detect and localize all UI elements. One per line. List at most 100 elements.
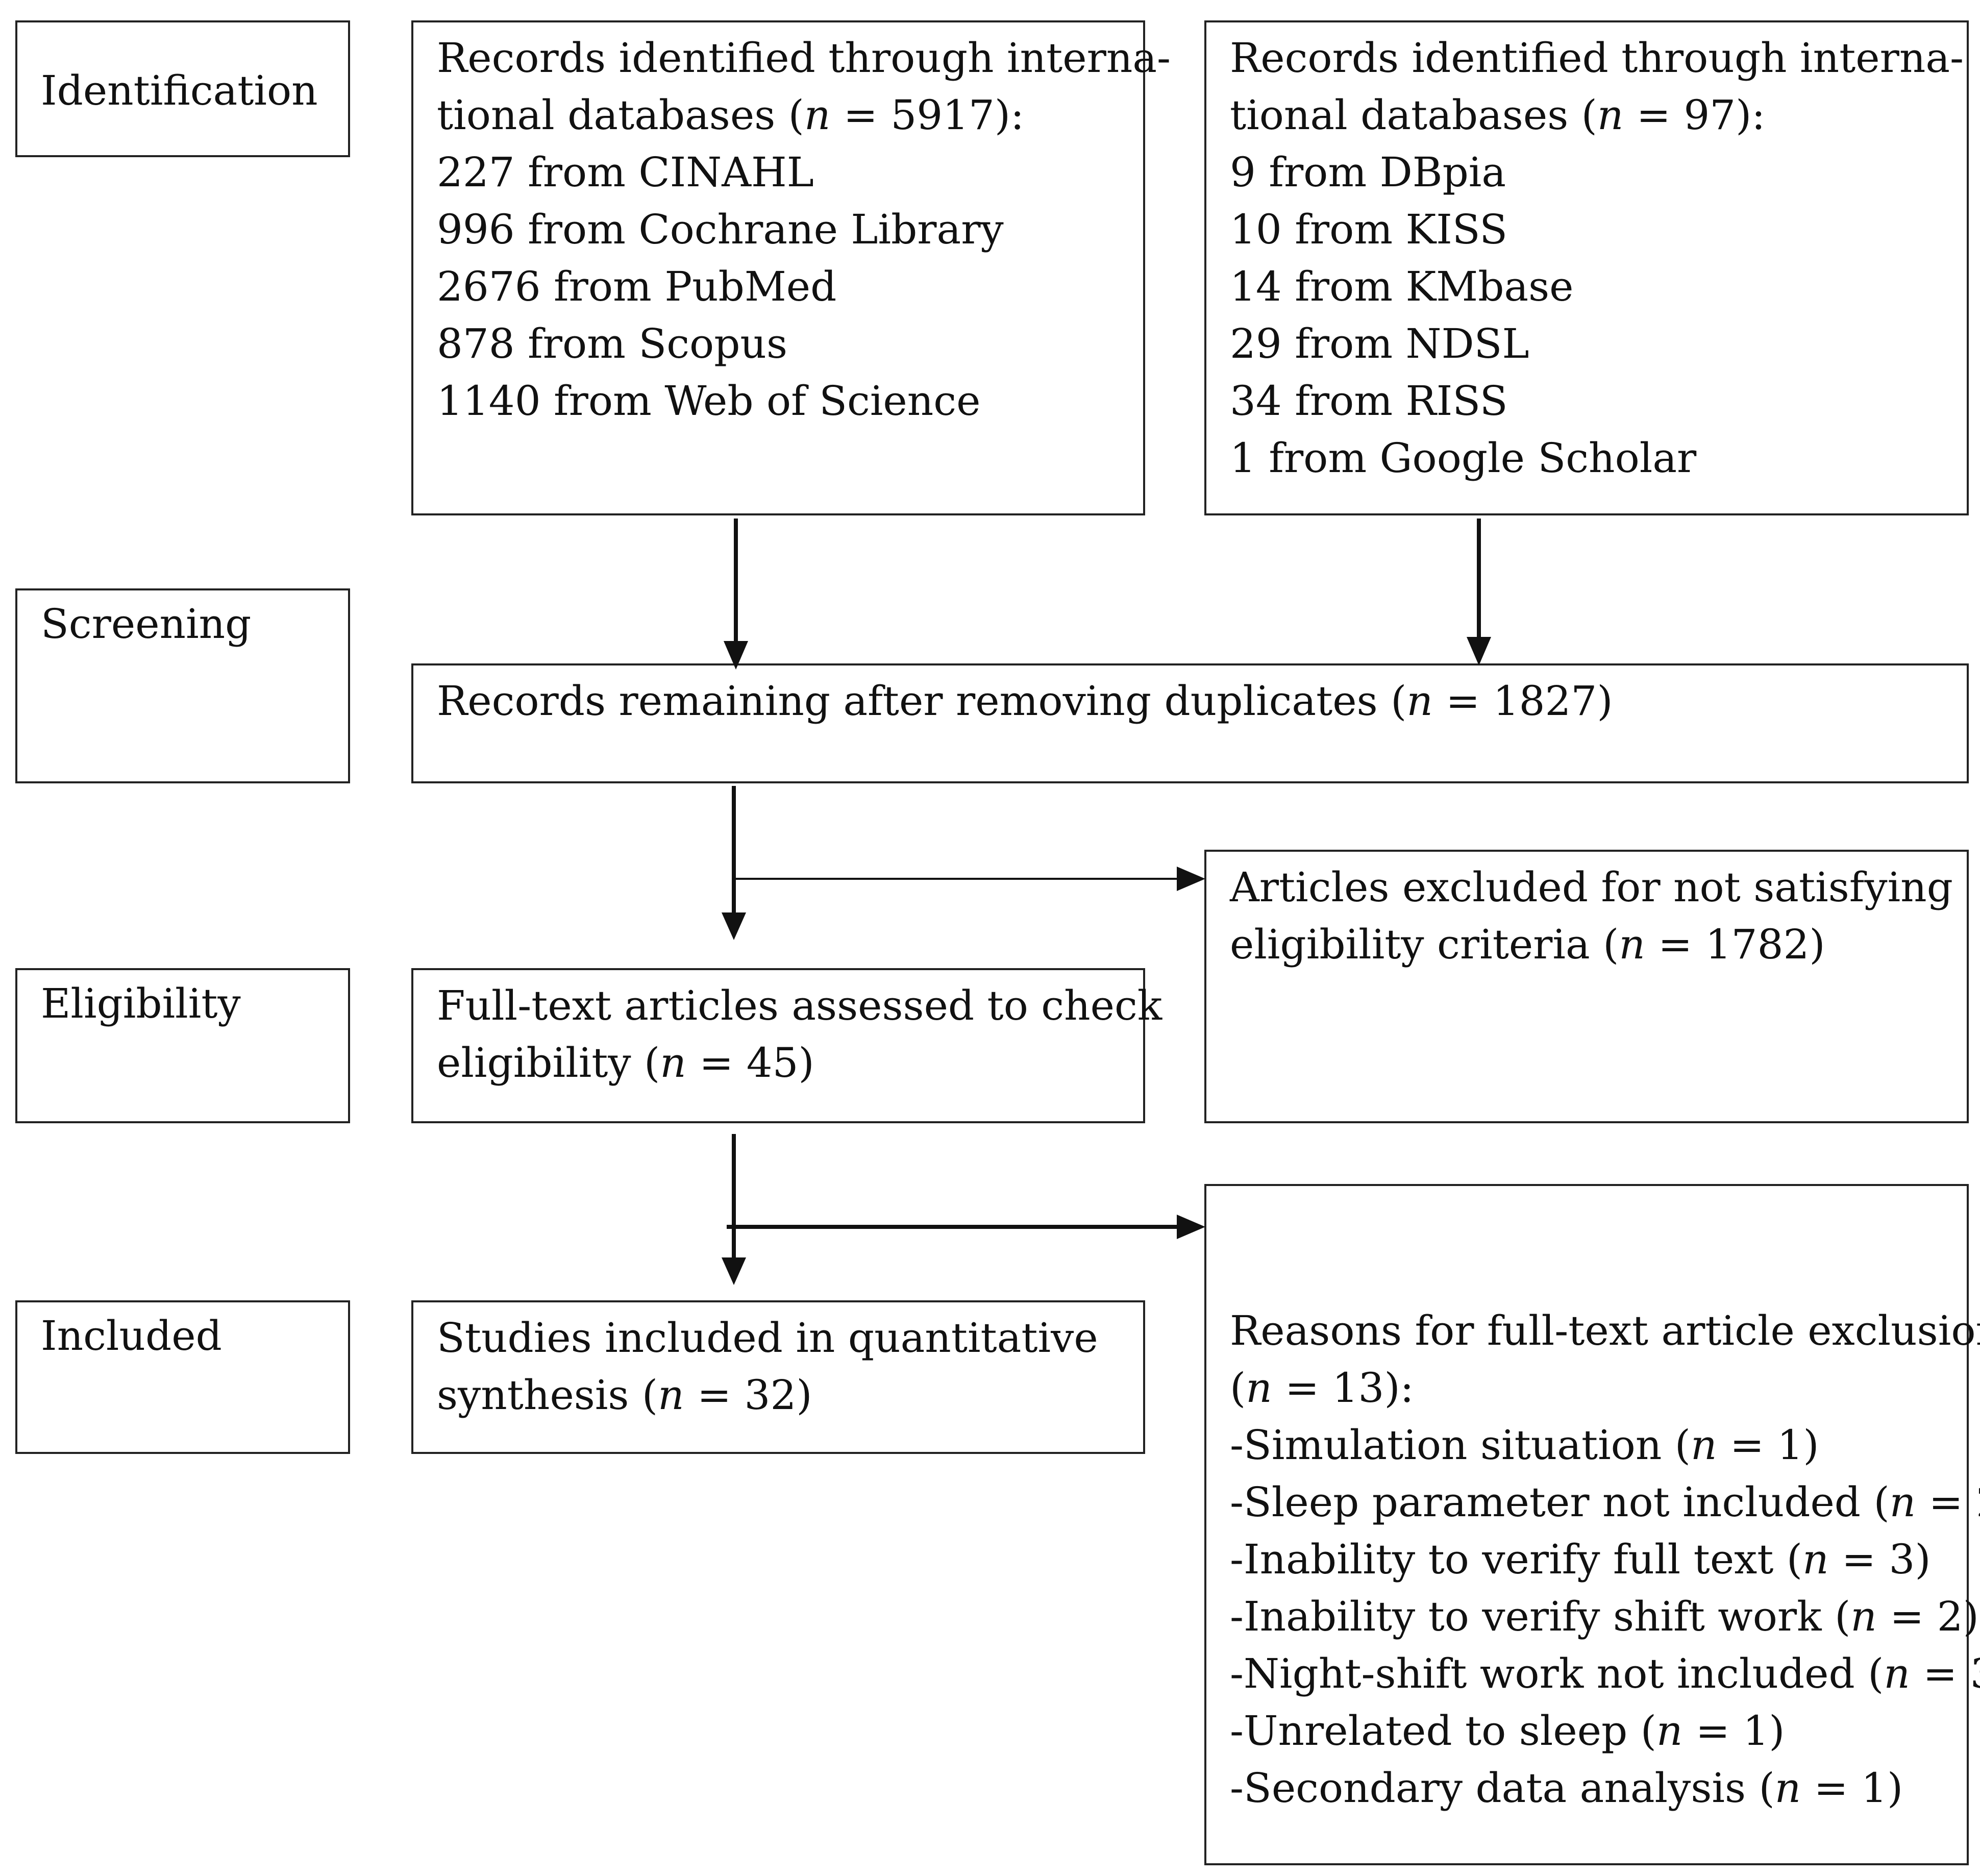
n-symbol: n xyxy=(1691,1421,1717,1469)
arrow-international-to-deduplicated xyxy=(724,519,748,670)
n-symbol: n xyxy=(1889,1478,1916,1526)
stage-identification: Identification xyxy=(15,20,350,157)
korean-line: 9 from DBpia xyxy=(1230,144,1946,201)
stage-included-label: Included xyxy=(41,1312,222,1360)
fulltext-line: eligibility (n = 45) xyxy=(437,1034,1123,1092)
international-line: 227 from CINAHL xyxy=(437,144,1123,201)
line-text: 10 from KISS xyxy=(1230,206,1508,253)
line-count: = 1782) xyxy=(1645,921,1825,968)
n-symbol: n xyxy=(1656,1707,1683,1755)
n-symbol: n xyxy=(1597,91,1624,139)
korean-line: Records identified through interna- xyxy=(1230,30,1964,87)
korean-line: tional databases (n = 97): xyxy=(1230,87,1946,144)
line-text: -Secondary data analysis ( xyxy=(1230,1764,1775,1812)
line-text: 227 from CINAHL xyxy=(437,149,814,196)
line-text: -Sleep parameter not included ( xyxy=(1230,1478,1890,1526)
stage-screening: Screening xyxy=(15,588,350,783)
international-databases-box: Records identified through interna-tiona… xyxy=(411,20,1171,515)
line-text: Records identified through interna- xyxy=(1230,34,1964,82)
exclusion-reasons-line: -Inability to verify full text (n = 3) xyxy=(1230,1531,1946,1588)
n-symbol: n xyxy=(1802,1536,1829,1583)
line-count: = 2) xyxy=(1928,1478,1980,1526)
fulltext-line: Full-text articles assessed to check xyxy=(437,977,1162,1034)
exclusion-reasons-line: Reasons for full-text article exclusion xyxy=(1230,1302,1980,1360)
line-count: = 3) xyxy=(1828,1536,1931,1583)
line-count: = 97): xyxy=(1623,91,1766,139)
n-symbol: n xyxy=(1884,1650,1910,1697)
line-text: 878 from Scopus xyxy=(437,320,787,367)
line-count: = 1827) xyxy=(1432,677,1613,725)
n-symbol: n xyxy=(660,1039,686,1087)
exclusion-reasons-line: (n = 13): xyxy=(1230,1360,1946,1417)
line-text: 996 from Cochrane Library xyxy=(437,206,1004,253)
n-symbol: n xyxy=(1774,1764,1801,1812)
line-text: -Night-shift work not included ( xyxy=(1230,1650,1884,1697)
line-count: = 2) xyxy=(1876,1593,1979,1640)
line-text: tional databases ( xyxy=(437,91,804,139)
line-text: 1140 from Web of Science xyxy=(437,377,981,425)
n-symbol: n xyxy=(1406,677,1433,725)
line-text: Reasons for full-text article exclusion xyxy=(1230,1307,1980,1354)
n-symbol: n xyxy=(1850,1593,1877,1640)
exclusion-reasons-line: -Secondary data analysis (n = 1) xyxy=(1230,1760,1946,1817)
n-symbol: n xyxy=(1246,1364,1272,1412)
stage-eligibility-label: Eligibility xyxy=(41,980,241,1027)
exclusion-reasons-line: -Simulation situation (n = 1) xyxy=(1230,1417,1946,1474)
international-line: 1140 from Web of Science xyxy=(437,373,1123,430)
international-line: 996 from Cochrane Library xyxy=(437,201,1123,258)
deduplicated-line: Records remaining after removing duplica… xyxy=(437,673,1946,730)
international-line: tional databases (n = 5917): xyxy=(437,87,1123,144)
stage-screening-label: Screening xyxy=(41,600,252,648)
line-text: Full-text articles assessed to check xyxy=(437,982,1162,1029)
line-text: eligibility criteria ( xyxy=(1230,921,1619,968)
exclusion-reasons-line: -Sleep parameter not included (n = 2) xyxy=(1230,1474,1980,1531)
stage-identification-label: Identification xyxy=(41,67,318,114)
line-text: Articles excluded for not satisfying xyxy=(1230,863,1953,911)
included-studies-box: Studies included in quantitative synthesi… xyxy=(411,1300,1145,1454)
excluded-criteria-line: Articles excluded for not satisfying xyxy=(1230,859,1953,916)
line-count: = 32) xyxy=(684,1371,812,1419)
exclusion-reasons-line: -Unrelated to sleep (n = 1) xyxy=(1230,1702,1946,1760)
line-count: = 3) xyxy=(1923,1650,1980,1697)
line-count: = 13): xyxy=(1272,1364,1414,1412)
arrow-to-exclusion-reasons xyxy=(727,1215,1205,1239)
line-text: 2676 from PubMed xyxy=(437,263,837,310)
fulltext-assessed-box: Full-text articles assessed to check elig… xyxy=(411,968,1162,1123)
arrow-korean-to-deduplicated xyxy=(1467,519,1491,665)
line-text: ( xyxy=(1230,1364,1246,1412)
stage-included: Included xyxy=(15,1300,350,1454)
korean-line: 10 from KISS xyxy=(1230,201,1946,258)
line-count: = 5917): xyxy=(830,91,1025,139)
international-line: 2676 from PubMed xyxy=(437,258,1123,315)
exclusion-reasons-line: -Night-shift work not included (n = 3) xyxy=(1230,1645,1980,1702)
line-text: 14 from KMbase xyxy=(1230,263,1574,310)
line-text: -Simulation situation ( xyxy=(1230,1421,1691,1469)
stage-eligibility: Eligibility xyxy=(15,968,350,1123)
arrow-deduplicated-to-fulltext xyxy=(722,786,746,940)
line-text: -Inability to verify shift work ( xyxy=(1230,1593,1851,1640)
excluded-criteria-line: eligibility criteria (n = 1782) xyxy=(1230,916,1946,973)
line-text: Records identified through interna- xyxy=(437,34,1171,82)
korean-line: 1 from Google Scholar xyxy=(1230,430,1946,487)
line-text: Records remaining after removing duplica… xyxy=(437,677,1407,725)
line-text: 29 from NDSL xyxy=(1230,320,1529,367)
line-text: -Unrelated to sleep ( xyxy=(1230,1707,1656,1755)
included-studies-line: synthesis (n = 32) xyxy=(437,1367,1123,1424)
line-count: = 1) xyxy=(1717,1421,1819,1469)
n-symbol: n xyxy=(804,91,831,139)
line-text: 1 from Google Scholar xyxy=(1230,434,1697,482)
line-text: -Inability to verify full text ( xyxy=(1230,1536,1803,1583)
exclusion-reasons-box: Reasons for full-text article exclusion (… xyxy=(1204,1184,1980,1865)
n-symbol: n xyxy=(1619,921,1645,968)
international-line: 878 from Scopus xyxy=(437,315,1123,373)
line-count: = 45) xyxy=(686,1039,814,1087)
korean-line: 29 from NDSL xyxy=(1230,315,1946,373)
line-text: eligibility ( xyxy=(437,1039,660,1087)
line-text: Studies included in quantitative xyxy=(437,1314,1098,1362)
line-text: synthesis ( xyxy=(437,1371,658,1419)
line-text: tional databases ( xyxy=(1230,91,1597,139)
line-count: = 1) xyxy=(1682,1707,1785,1755)
duplicates-removed-box: Records remaining after removing duplica… xyxy=(411,663,1969,783)
arrow-fulltext-to-included xyxy=(722,1134,746,1285)
